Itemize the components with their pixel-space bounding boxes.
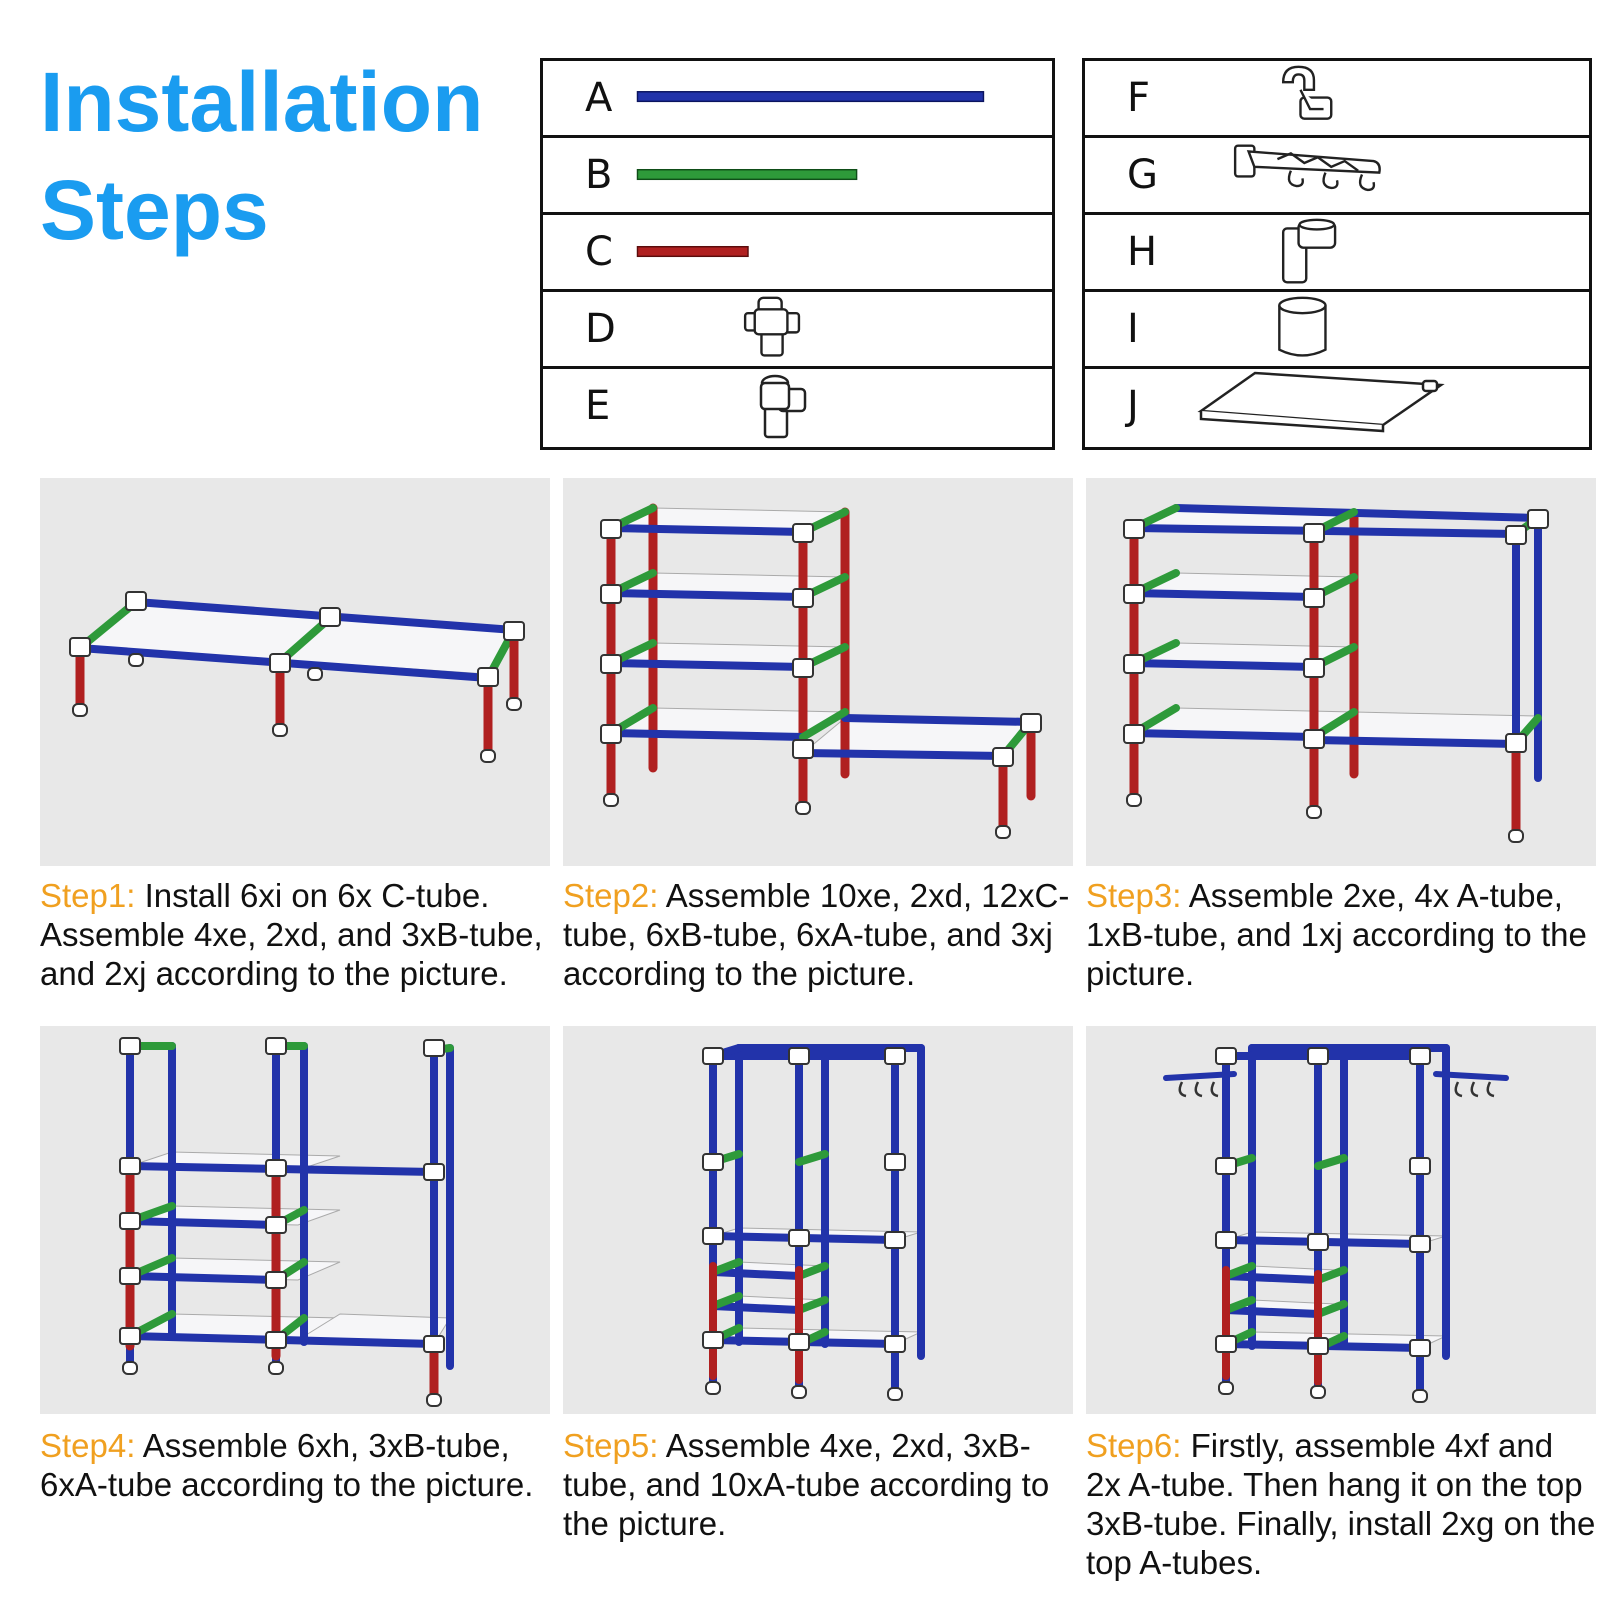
step5-label: Step5: [563,1427,659,1464]
foot-cap-icon [1278,296,1327,357]
step5-text: Assemble 4xe, 2xd, 3xB-tube, and 10xA-tu… [563,1427,1050,1542]
step5-illustration [563,1026,1073,1414]
part-row-c: C [543,215,1052,292]
step4-caption: Step4: Assemble 6xh, 3xB-tube, 6xA-tube … [40,1426,550,1504]
parts-table-left: A B C D E [540,58,1055,450]
part-row-h: H [1085,215,1589,292]
step4-text: Assemble 6xh, 3xB-tube, 6xA-tube accordi… [40,1427,534,1503]
step5-caption: Step5: Assemble 4xe, 2xd, 3xB-tube, and … [563,1426,1073,1543]
step6-caption: Step6: Firstly, assemble 4xf and 2x A-tu… [1086,1426,1596,1582]
part-row-g: G [1085,138,1589,215]
shelf-assembly-step2-image [600,503,1042,839]
part-row-d: D [543,292,1052,369]
shelf-panel-icon [1197,371,1445,433]
hook-connector-icon [1281,65,1333,120]
shelf-assembly-step1-image [69,591,525,763]
part-row-e: E [543,369,1052,446]
part-letter: C [585,229,613,275]
step3-label: Step3: [1086,877,1182,914]
title-line-1: Installation [40,55,484,149]
part-letter: B [585,152,613,198]
shelf-assembly-step3-image [1123,504,1549,843]
part-letter: I [1127,306,1139,352]
step6-illustration [1086,1026,1596,1414]
tube-b-icon [636,168,858,181]
step6-text: Firstly, assemble 4xf and 2x A-tube. The… [1086,1427,1596,1581]
step4-illustration [40,1026,550,1414]
t-connector-icon [1281,218,1337,284]
shelf-assembly-step5-image [702,1044,925,1401]
parts-table-right: F G H [1082,58,1592,450]
part-letter: A [585,75,613,121]
step2-text: Assemble 10xe, 2xd, 12xC-tube, 6xB-tube,… [563,877,1070,992]
step6-label: Step6: [1086,1427,1182,1464]
step2-caption: Step2: Assemble 10xe, 2xd, 12xC-tube, 6x… [563,876,1073,993]
step1-illustration [40,478,550,866]
part-letter: F [1127,75,1151,121]
part-letter: D [585,306,616,352]
shelf-assembly-step6-image [1163,1044,1509,1403]
part-row-b: B [543,138,1052,215]
step2-illustration [563,478,1073,866]
step3-illustration [1086,478,1596,866]
part-row-a: A [543,61,1052,138]
four-way-connector-icon [743,296,801,357]
step1-label: Step1: [40,877,136,914]
step3-caption: Step3: Assemble 2xe, 4x A-tube, 1xB-tube… [1086,876,1596,993]
step1-caption: Step1: Install 6xi on 6x C-tube. Assembl… [40,876,550,993]
tube-a-icon [636,91,985,103]
part-letter: J [1127,383,1139,429]
part-row-j: J [1085,369,1589,446]
step2-label: Step2: [563,877,659,914]
tube-c-icon [636,245,749,258]
part-letter: G [1127,152,1158,198]
part-row-i: I [1085,292,1589,369]
page-title: Installation Steps [40,48,483,264]
step3-text: Assemble 2xe, 4x A-tube, 1xB-tube, and 1… [1086,877,1587,992]
step1-text: Install 6xi on 6x C-tube. Assemble 4xe, … [40,877,543,992]
step4-label: Step4: [40,1427,136,1464]
three-way-connector-icon [759,374,807,439]
title-line-2: Steps [40,163,269,257]
part-row-f: F [1085,61,1589,138]
part-letter: H [1127,229,1158,275]
hanger-rack-icon [1233,144,1381,192]
shelf-assembly-step4-image [119,1037,454,1407]
part-letter: E [585,383,611,429]
